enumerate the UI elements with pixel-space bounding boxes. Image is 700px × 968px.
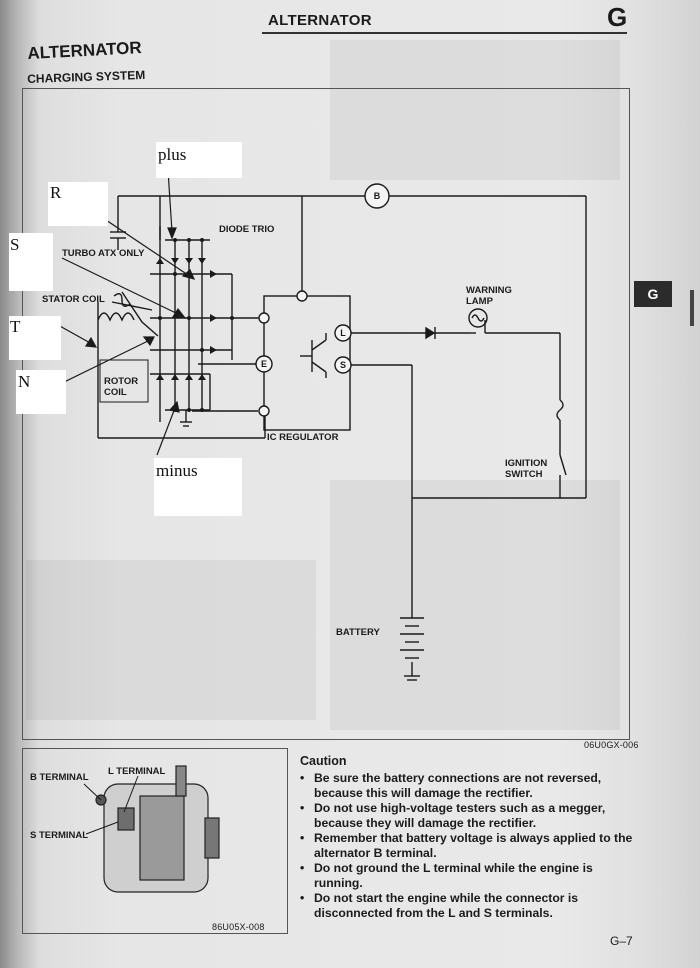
stator-coil-label: STATOR COIL bbox=[42, 294, 105, 305]
wiring-diagram-frame bbox=[22, 88, 630, 740]
battery-label: BATTERY bbox=[336, 627, 380, 638]
bleed-through-table bbox=[330, 40, 620, 180]
warning-lamp-label: WARNING LAMP bbox=[466, 285, 512, 307]
s-terminal-letter: S bbox=[340, 360, 346, 370]
l-terminal-letter: L bbox=[340, 328, 346, 338]
turbo-atx-label: TURBO ATX ONLY bbox=[62, 248, 145, 259]
caution-item: Do not use high-voltage testers such as … bbox=[300, 801, 636, 831]
diagram-figure-code: 06U0GX-006 bbox=[584, 740, 639, 750]
ignition-switch-label: IGNITION SWITCH bbox=[505, 458, 548, 480]
annotation-minus: minus bbox=[156, 461, 198, 480]
section-tab[interactable]: G bbox=[634, 281, 672, 307]
tab-edge bbox=[690, 290, 694, 326]
section-letter: G bbox=[607, 2, 628, 32]
diode-trio-label: DIODE TRIO bbox=[219, 224, 275, 235]
annotation-patch bbox=[9, 233, 53, 291]
annotation-plus: plus bbox=[158, 145, 187, 164]
caution-item: Be sure the battery connections are not … bbox=[300, 771, 636, 801]
annotation-r: R bbox=[50, 183, 62, 202]
bleed-through-table bbox=[26, 560, 316, 720]
header-rule bbox=[262, 32, 627, 34]
annotation-patch bbox=[48, 182, 108, 226]
annotation-t: T bbox=[10, 317, 21, 336]
annotation-s: S bbox=[10, 235, 20, 254]
bleed-through-table bbox=[330, 480, 620, 730]
caution-item: Remember that battery voltage is always … bbox=[300, 831, 636, 861]
caution-item: Do not ground the L terminal while the e… bbox=[300, 861, 636, 891]
caution-block: Caution Be sure the battery connections … bbox=[300, 754, 636, 921]
running-head: ALTERNATOR bbox=[268, 12, 372, 29]
e-terminal-letter: E bbox=[261, 359, 267, 369]
annotation-patch bbox=[9, 316, 61, 360]
b-terminal-callout: B TERMINAL bbox=[30, 772, 89, 783]
annotation-n: N bbox=[18, 372, 31, 391]
caution-heading: Caution bbox=[300, 754, 347, 768]
annotation-patch bbox=[154, 458, 242, 516]
s-terminal-callout: S TERMINAL bbox=[30, 830, 89, 841]
l-terminal-callout: L TERMINAL bbox=[108, 766, 166, 777]
b-terminal-letter: B bbox=[374, 191, 381, 201]
caution-item: Do not start the engine while the connec… bbox=[300, 891, 636, 921]
rotor-coil-label: ROTOR COIL bbox=[104, 376, 139, 398]
annotation-patch bbox=[16, 370, 66, 414]
photo-figure-code: 86U05X-008 bbox=[212, 922, 265, 932]
ic-regulator-label: IC REGULATOR bbox=[267, 432, 339, 443]
alternator-photo-frame bbox=[22, 748, 288, 934]
caution-list: Be sure the battery connections are not … bbox=[300, 771, 636, 921]
annotation-patch bbox=[156, 142, 242, 178]
page-number: G–7 bbox=[610, 934, 633, 948]
